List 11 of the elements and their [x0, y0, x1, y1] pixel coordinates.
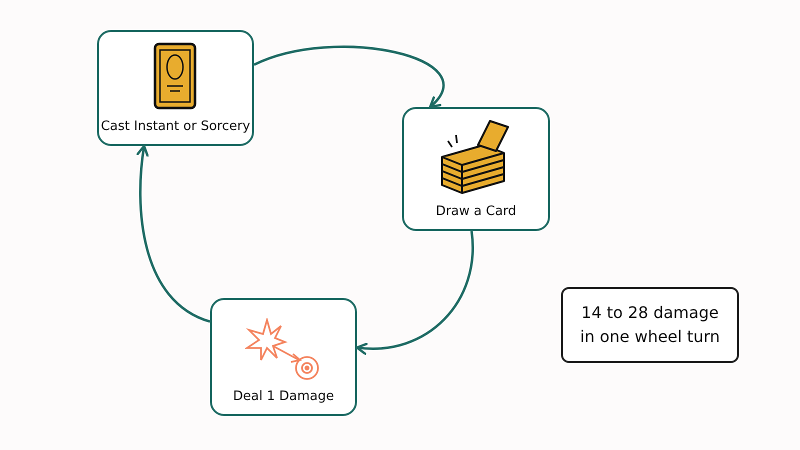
process-box: [402, 107, 550, 231]
node-label: Deal 1 Damage: [232, 389, 335, 404]
arrow: [254, 46, 445, 108]
process-box: [210, 298, 357, 416]
node-label: Draw a Card: [434, 204, 518, 219]
arrow: [136, 144, 210, 323]
note-box: [561, 287, 739, 363]
process-box: [97, 30, 254, 146]
node-label: Cast Instant or Sorcery: [100, 119, 252, 134]
arrow: [356, 230, 474, 354]
note-text: 14 to 28 damage in one wheel turn: [579, 302, 721, 348]
